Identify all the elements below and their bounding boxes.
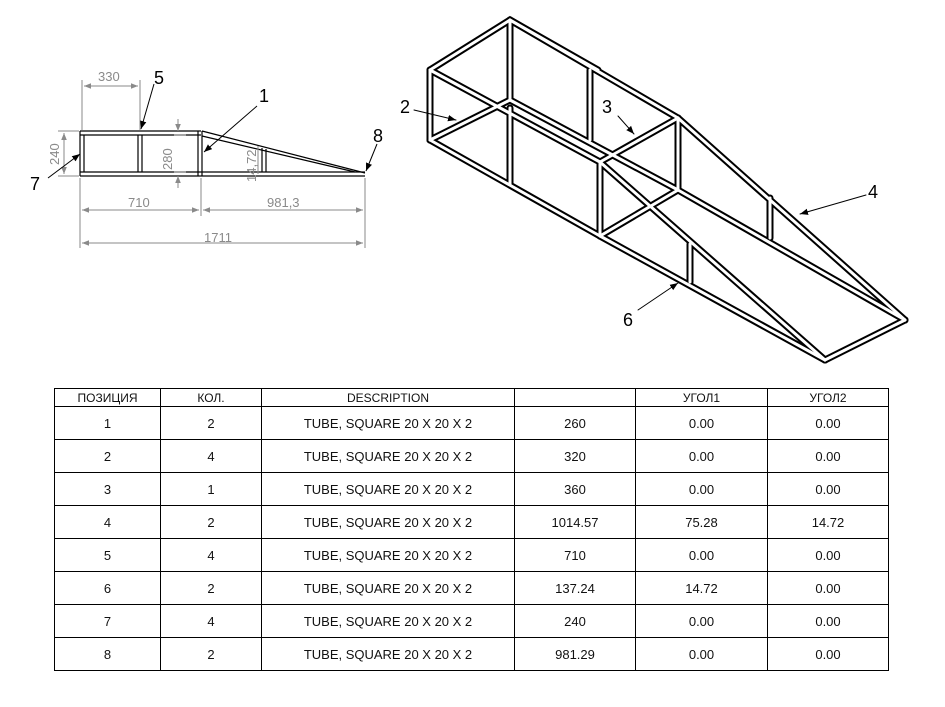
- cell-position: 6: [54, 571, 161, 605]
- side-view-dimensions: [58, 80, 366, 248]
- cell-angle2: 0.00: [767, 439, 889, 473]
- dim-ramp-length: 981,3: [267, 195, 300, 210]
- cell-quantity: 4: [160, 604, 262, 638]
- cell-description: TUBE, SQUARE 20 X 20 X 2: [261, 505, 515, 539]
- dim-top-width: 330: [98, 69, 120, 84]
- cell-description: TUBE, SQUARE 20 X 20 X 2: [261, 571, 515, 605]
- table-row: 1 2 TUBE, SQUARE 20 X 20 X 2 260 0.00 0.…: [54, 406, 889, 440]
- dim-total-length: 1711: [204, 230, 232, 245]
- table-row: 2 4 TUBE, SQUARE 20 X 20 X 2 320 0.00 0.…: [54, 439, 889, 473]
- cell-angle1: 0.00: [635, 637, 768, 671]
- cell-position: 3: [54, 472, 161, 506]
- dim-box-length: 710: [128, 195, 150, 210]
- cell-quantity: 4: [160, 538, 262, 572]
- side-view: 330 240 280 14,72 710 981,3 1711 5 1 8 7: [30, 68, 383, 248]
- cell-description: TUBE, SQUARE 20 X 20 X 2: [261, 604, 515, 638]
- cell-angle1: 0.00: [635, 439, 768, 473]
- cell-angle2: 0.00: [767, 406, 889, 440]
- cell-position: 2: [54, 439, 161, 473]
- cell-angle2: 0.00: [767, 637, 889, 671]
- cell-quantity: 2: [160, 571, 262, 605]
- cell-position: 1: [54, 406, 161, 440]
- callout-5: 5: [154, 68, 164, 88]
- cell-position: 5: [54, 538, 161, 572]
- cell-quantity: 2: [160, 505, 262, 539]
- cell-description: TUBE, SQUARE 20 X 20 X 2: [261, 406, 515, 440]
- iso-frame-outer: [426, 15, 909, 364]
- table-row: 6 2 TUBE, SQUARE 20 X 20 X 2 137.24 14.7…: [54, 571, 889, 605]
- callout-7: 7: [30, 174, 40, 194]
- table-row: 7 4 TUBE, SQUARE 20 X 20 X 2 240 0.00 0.…: [54, 604, 889, 638]
- table-row: 5 4 TUBE, SQUARE 20 X 20 X 2 710 0.00 0.…: [54, 538, 889, 572]
- callout-6: 6: [623, 310, 633, 330]
- cell-length: 137.24: [514, 571, 636, 605]
- cell-angle1: 0.00: [635, 538, 768, 572]
- cell-quantity: 2: [160, 406, 262, 440]
- cell-description: TUBE, SQUARE 20 X 20 X 2: [261, 637, 515, 671]
- callout-8: 8: [373, 126, 383, 146]
- header-angle1: УГОЛ1: [635, 388, 768, 407]
- header-description: DESCRIPTION: [261, 388, 515, 407]
- cell-angle1: 0.00: [635, 472, 768, 506]
- callout-4: 4: [868, 182, 878, 202]
- cell-angle2: 0.00: [767, 571, 889, 605]
- cell-angle2: 14.72: [767, 505, 889, 539]
- cell-quantity: 1: [160, 472, 262, 506]
- cell-angle1: 75.28: [635, 505, 768, 539]
- iso-leaders: [413, 109, 867, 311]
- table-row: 3 1 TUBE, SQUARE 20 X 20 X 2 360 0.00 0.…: [54, 472, 889, 506]
- technical-drawing: 330 240 280 14,72 710 981,3 1711 5 1 8 7: [30, 15, 909, 364]
- cell-length: 360: [514, 472, 636, 506]
- cell-position: 7: [54, 604, 161, 638]
- cell-description: TUBE, SQUARE 20 X 20 X 2: [261, 538, 515, 572]
- cell-angle2: 0.00: [767, 538, 889, 572]
- cell-description: TUBE, SQUARE 20 X 20 X 2: [261, 439, 515, 473]
- cell-length: 710: [514, 538, 636, 572]
- cell-length: 240: [514, 604, 636, 638]
- header-position: ПОЗИЦИЯ: [54, 388, 161, 407]
- header-length: [514, 388, 636, 407]
- cell-quantity: 4: [160, 439, 262, 473]
- cell-length: 1014.57: [514, 505, 636, 539]
- cell-description: TUBE, SQUARE 20 X 20 X 2: [261, 472, 515, 506]
- cell-position: 8: [54, 637, 161, 671]
- cell-length: 260: [514, 406, 636, 440]
- cell-length: 320: [514, 439, 636, 473]
- cell-angle1: 14.72: [635, 571, 768, 605]
- callout-2: 2: [400, 97, 410, 117]
- dim-slope-height: 14,72: [244, 149, 259, 182]
- isometric-view: [413, 15, 909, 364]
- cell-angle1: 0.00: [635, 604, 768, 638]
- callout-3: 3: [602, 97, 612, 117]
- cell-length: 981.29: [514, 637, 636, 671]
- table-row: 8 2 TUBE, SQUARE 20 X 20 X 2 981.29 0.00…: [54, 637, 889, 671]
- table-header-row: ПОЗИЦИЯ КОЛ. DESCRIPTION УГОЛ1 УГОЛ2: [54, 388, 889, 407]
- cell-angle2: 0.00: [767, 604, 889, 638]
- cell-angle1: 0.00: [635, 406, 768, 440]
- cell-position: 4: [54, 505, 161, 539]
- dim-left-height: 240: [47, 143, 62, 165]
- parts-table: ПОЗИЦИЯ КОЛ. DESCRIPTION УГОЛ1 УГОЛ2 1 2…: [54, 388, 889, 671]
- callout-1: 1: [259, 86, 269, 106]
- side-view-frame: [79, 130, 366, 177]
- header-quantity: КОЛ.: [160, 388, 262, 407]
- dim-inner-height: 280: [160, 148, 175, 170]
- header-angle2: УГОЛ2: [767, 388, 889, 407]
- cell-quantity: 2: [160, 637, 262, 671]
- side-view-leaders: [47, 83, 378, 179]
- table-row: 4 2 TUBE, SQUARE 20 X 20 X 2 1014.57 75.…: [54, 505, 889, 539]
- iso-frame-inner: [428, 18, 907, 362]
- cell-angle2: 0.00: [767, 472, 889, 506]
